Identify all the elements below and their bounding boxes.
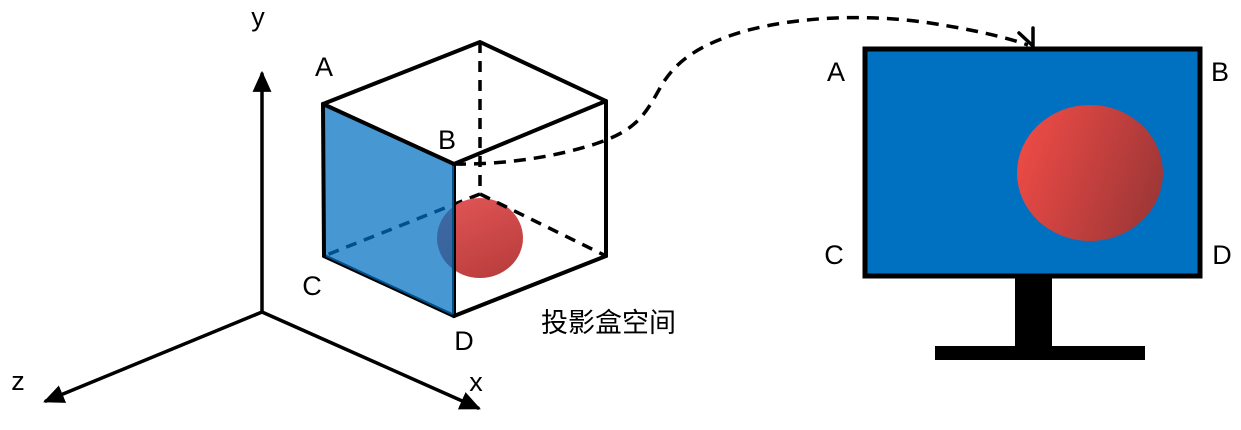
cube-corner-label-d: D <box>454 326 474 356</box>
coordinate-axes <box>43 70 481 410</box>
monitor-corner-label-d: D <box>1212 240 1232 270</box>
cube-corner-label-a: A <box>315 52 333 82</box>
cube-corner-label-b: B <box>438 125 456 155</box>
z-axis-label: z <box>11 366 25 396</box>
cube-corner-label-c: C <box>302 271 322 301</box>
x-axis-line <box>260 310 481 410</box>
monitor: A B C D <box>824 46 1232 360</box>
monitor-corner-label-c: C <box>824 240 844 270</box>
cube-hidden-edge-back-to-right <box>479 192 607 258</box>
monitor-stand-neck <box>1015 276 1052 347</box>
monitor-stand-base <box>935 346 1145 360</box>
cube-edge-d-to-right <box>452 254 608 318</box>
monitor-corner-label-b: B <box>1211 57 1229 87</box>
cube-sphere <box>437 198 523 278</box>
projection-arrow-curve <box>453 15 1029 166</box>
cube-edge-a-c <box>321 102 326 258</box>
monitor-corner-label-a: A <box>827 57 845 87</box>
cube-near-plane-face <box>323 104 454 316</box>
cube-caption: 投影盒空间 <box>541 308 676 338</box>
projection-box: A B C D 投影盒空间 <box>302 40 676 356</box>
cube-solid-edges <box>321 40 608 318</box>
y-axis-label: y <box>251 2 265 32</box>
z-axis-line <box>43 310 264 403</box>
projection-arrow-head <box>1017 26 1035 51</box>
x-axis-label: x <box>469 367 483 397</box>
cube-hidden-edges <box>478 42 607 258</box>
screen-sphere <box>1017 105 1163 241</box>
projection-arrow <box>453 15 1035 166</box>
